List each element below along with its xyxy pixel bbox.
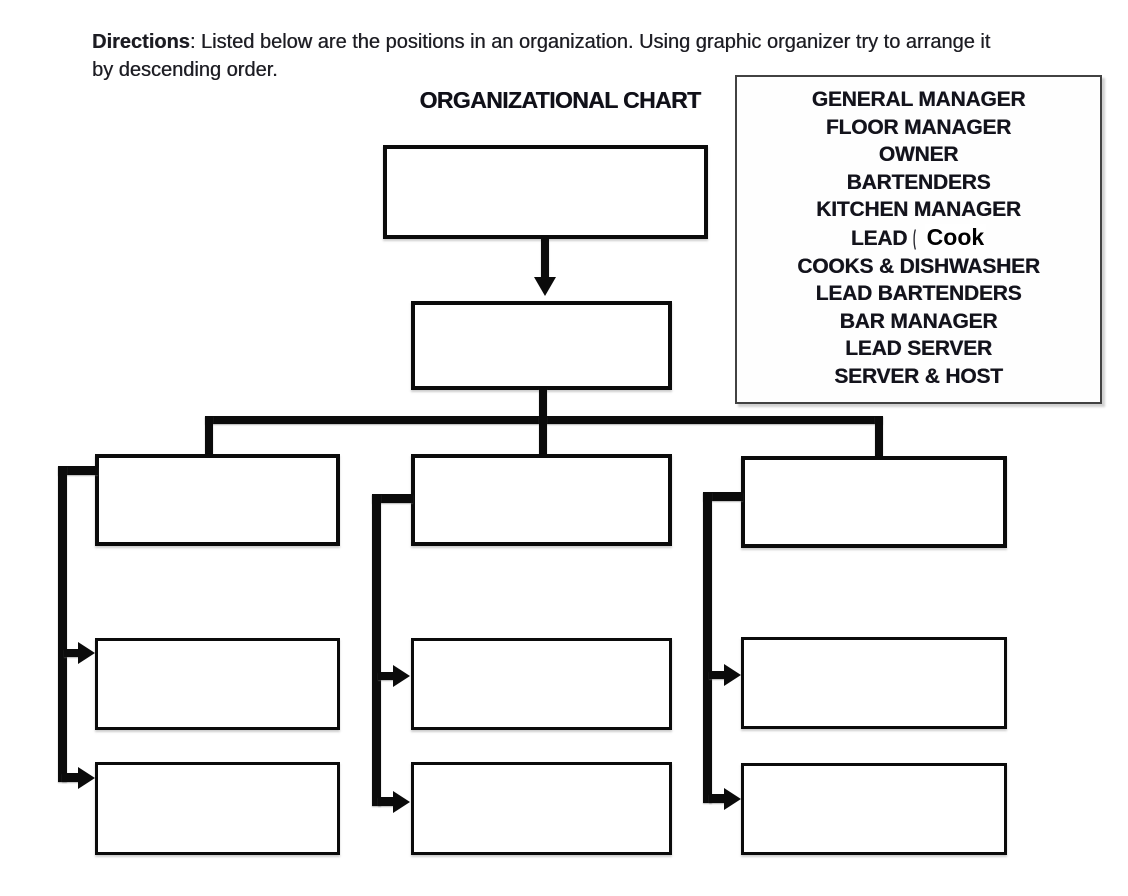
bracket-left-stub (58, 466, 98, 475)
answer-box-right-1[interactable] (741, 456, 1007, 548)
answer-box-left-1[interactable] (95, 454, 340, 546)
position-item: SERVER & HOST (834, 364, 1003, 388)
position-item: GENERAL MANAGER (811, 88, 1026, 111)
lead-prefix: LEAD (850, 226, 908, 250)
positions-word-bank: GENERAL MANAGER FLOOR MANAGER OWNER BART… (735, 75, 1102, 404)
directions-label: Directions (92, 31, 190, 53)
answer-box-right-2[interactable] (741, 637, 1007, 729)
bracket-center-vertical (372, 494, 381, 806)
right-arrow-icon (78, 642, 95, 664)
bracket-right-vertical (703, 492, 712, 803)
bracket-center-branch2-bar (378, 797, 394, 806)
bracket-left-branch2-bar (62, 773, 80, 782)
position-item: LEAD SERVER (845, 337, 992, 361)
answer-box-level-2[interactable] (411, 301, 672, 390)
answer-box-center-1[interactable] (411, 454, 672, 546)
position-item: KITCHEN MANAGER (816, 198, 1021, 222)
bracket-left-vertical (58, 466, 67, 782)
answer-box-center-2[interactable] (411, 638, 672, 730)
answer-box-left-2[interactable] (95, 638, 340, 730)
position-item: FLOOR MANAGER (825, 115, 1012, 139)
answer-box-center-3[interactable] (411, 762, 672, 855)
lead-remnant-mark: ( (913, 226, 916, 250)
connector-top-arrow-shaft (541, 239, 549, 279)
right-arrow-icon (78, 767, 95, 789)
position-item-lead-cook: LEAD( Cook (737, 223, 1100, 253)
bracket-right-stub (703, 492, 743, 501)
answer-box-level-1[interactable] (383, 145, 708, 239)
answer-box-right-3[interactable] (741, 763, 1007, 855)
bracket-left-branch1-bar (64, 649, 80, 657)
right-arrow-icon (393, 665, 410, 687)
connector-drop-left (205, 416, 213, 456)
answer-box-left-3[interactable] (95, 762, 340, 855)
right-arrow-icon (393, 791, 410, 813)
position-item: LEAD BARTENDERS (815, 282, 1022, 306)
position-item: COOKS & DISHWASHER (797, 254, 1040, 278)
cook-overlay-text: Cook (924, 223, 987, 250)
connector-level2-stem (539, 388, 547, 418)
bracket-center-stub (372, 494, 413, 503)
bracket-center-branch1-bar (378, 672, 394, 680)
bracket-right-branch1-bar (709, 671, 725, 679)
position-item: OWNER (878, 143, 959, 167)
right-arrow-icon (724, 664, 741, 686)
directions-text: Directions: Listed below are the positio… (92, 28, 1012, 84)
directions-body: : Listed below are the positions in an o… (92, 31, 991, 81)
org-chart-title: ORGANIZATIONAL CHART (419, 87, 701, 113)
connector-drop-right (875, 416, 883, 457)
connector-drop-center (539, 416, 547, 456)
position-item: BAR MANAGER (839, 309, 998, 333)
position-item: BARTENDERS (846, 170, 991, 194)
bracket-right-branch2-bar (709, 794, 725, 803)
right-arrow-icon (724, 788, 741, 810)
down-arrow-icon (534, 277, 556, 296)
